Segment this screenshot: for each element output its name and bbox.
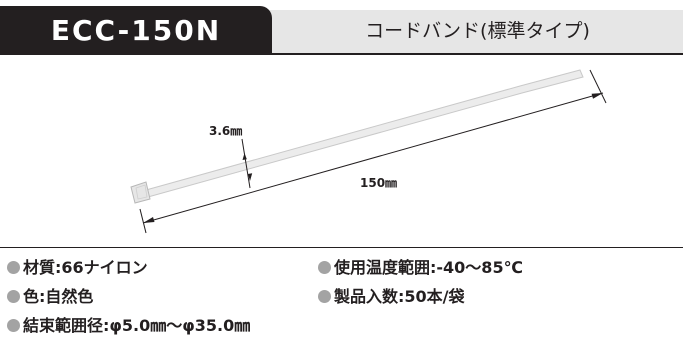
subtitle-band bbox=[250, 10, 683, 53]
spec-quantity-text: 製品入数:50本/袋 bbox=[334, 287, 465, 306]
product-code: ECC-150N bbox=[50, 14, 222, 47]
spec-quantity: 製品入数:50本/袋 bbox=[318, 285, 465, 309]
bullet-icon bbox=[7, 319, 20, 332]
width-arrow-bottom bbox=[247, 173, 253, 181]
cable-tie-drawing: 3.6㎜ 150㎜ bbox=[130, 69, 607, 234]
length-extension-right bbox=[589, 69, 607, 104]
cable-tie-head-inner bbox=[135, 184, 148, 200]
width-dimension-line bbox=[241, 138, 251, 189]
cable-tie-head bbox=[130, 181, 151, 204]
bullet-icon bbox=[7, 261, 20, 274]
spec-temperature-text: 使用温度範囲:-40〜85℃ bbox=[334, 258, 523, 277]
spec-divider bbox=[0, 247, 683, 248]
product-subtitle: コードバンド(標準タイプ) bbox=[365, 20, 590, 42]
length-label: 150㎜ bbox=[360, 176, 397, 190]
product-code-tab bbox=[0, 6, 272, 55]
spec-material-text: 材質:66ナイロン bbox=[23, 258, 148, 277]
length-arrow-right bbox=[591, 93, 603, 99]
length-arrow-left bbox=[143, 217, 155, 223]
product-header: ECC-150N コードバンド(標準タイプ) bbox=[0, 0, 683, 55]
spec-temperature: 使用温度範囲:-40〜85℃ bbox=[318, 256, 523, 280]
spec-material: 材質:66ナイロン bbox=[7, 256, 148, 280]
header-divider bbox=[0, 53, 683, 55]
bullet-icon bbox=[7, 290, 20, 303]
spec-bundle-diameter: 結束範囲径:φ5.0㎜〜φ35.0㎜ bbox=[7, 314, 250, 338]
bullet-icon bbox=[318, 261, 331, 274]
spec-color: 色:自然色 bbox=[7, 285, 93, 309]
width-label: 3.6㎜ bbox=[209, 124, 242, 138]
spec-color-text: 色:自然色 bbox=[23, 287, 94, 306]
length-extension-left bbox=[139, 208, 147, 234]
length-dimension-line bbox=[142, 92, 604, 224]
width-arrow-top bbox=[242, 153, 247, 160]
spec-bundle-diameter-text: 結束範囲径:φ5.0㎜〜φ35.0㎜ bbox=[23, 316, 251, 335]
bullet-icon bbox=[318, 290, 331, 303]
